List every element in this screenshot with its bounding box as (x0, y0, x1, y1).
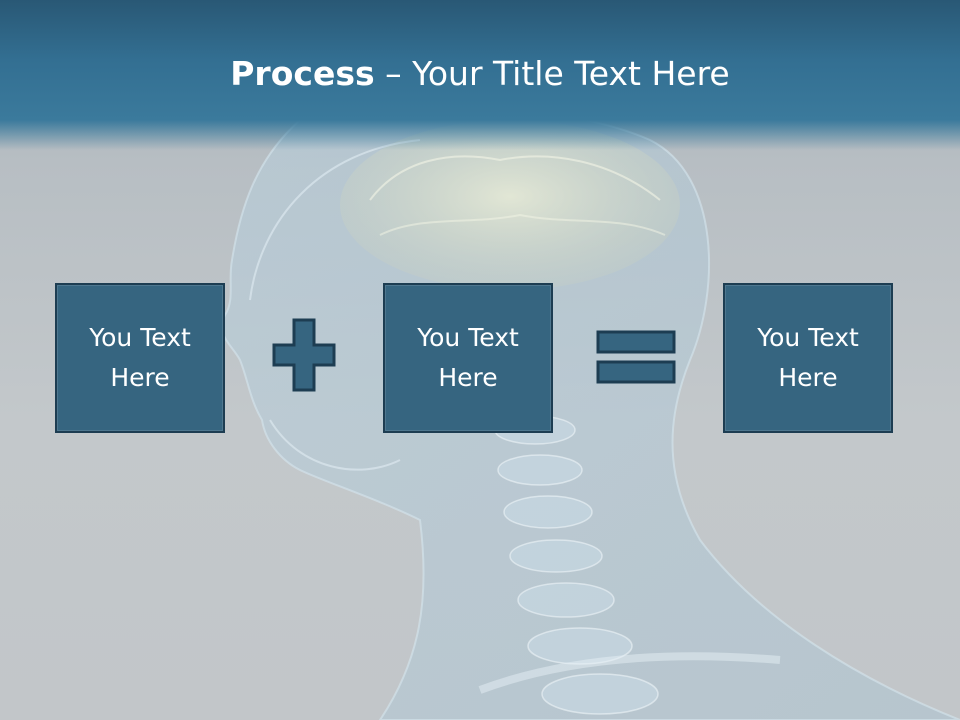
equals-icon (596, 330, 676, 384)
text-box-3[interactable]: You Text Here (723, 283, 893, 433)
plus-icon (272, 318, 336, 392)
text-box-2-label: You Text Here (417, 323, 519, 392)
title-bold: Process (230, 54, 375, 93)
title-bar: Process – Your Title Text Here (0, 0, 960, 150)
text-box-1-label: You Text Here (89, 323, 191, 392)
text-box-3-label: You Text Here (757, 323, 859, 392)
text-box-1[interactable]: You Text Here (55, 283, 225, 433)
title-rest: – Your Title Text Here (374, 54, 730, 93)
slide-title: Process – Your Title Text Here (0, 52, 960, 96)
text-box-2[interactable]: You Text Here (383, 283, 553, 433)
